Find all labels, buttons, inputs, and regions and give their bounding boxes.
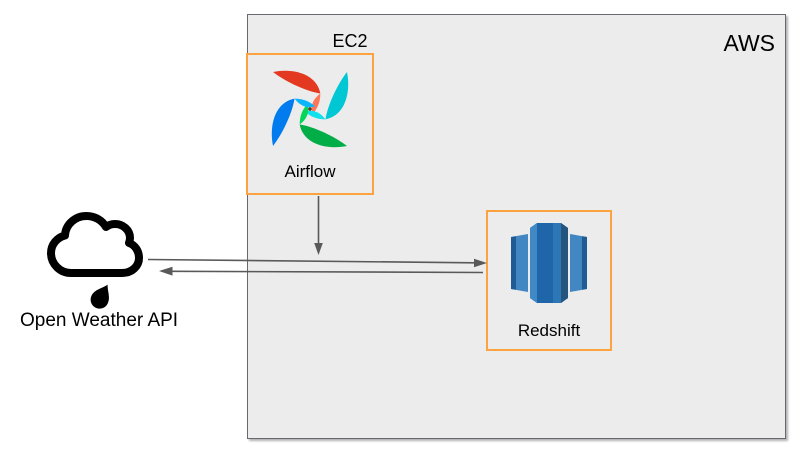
pinwheel-center-dot xyxy=(308,107,312,111)
aws-label: AWS xyxy=(723,30,775,56)
aws-container: AWS xyxy=(247,14,786,439)
airflow-blade-green xyxy=(299,103,347,148)
open-weather-api-label: Open Weather API xyxy=(20,310,179,331)
redshift-right-slab xyxy=(570,234,587,292)
redshift-barrel xyxy=(530,223,568,303)
airflow-blade-teal xyxy=(304,72,349,120)
redshift-database-icon xyxy=(511,223,587,303)
cloud-rain-icon xyxy=(47,212,143,309)
cloud-icon xyxy=(47,212,143,277)
airflow-label: Airflow xyxy=(284,161,336,181)
airflow-blade-red xyxy=(273,70,321,115)
raindrop-icon xyxy=(90,284,109,309)
airflow-blade-blue xyxy=(271,98,316,146)
redshift-left-slab xyxy=(511,234,528,292)
airflow-pinwheel-icon xyxy=(271,70,349,148)
airflow-node: Airflow xyxy=(246,53,374,195)
open-weather-node xyxy=(44,211,150,312)
redshift-node: Redshift xyxy=(486,210,612,351)
redshift-label: Redshift xyxy=(517,320,581,340)
ec2-label: EC2 xyxy=(332,31,368,51)
